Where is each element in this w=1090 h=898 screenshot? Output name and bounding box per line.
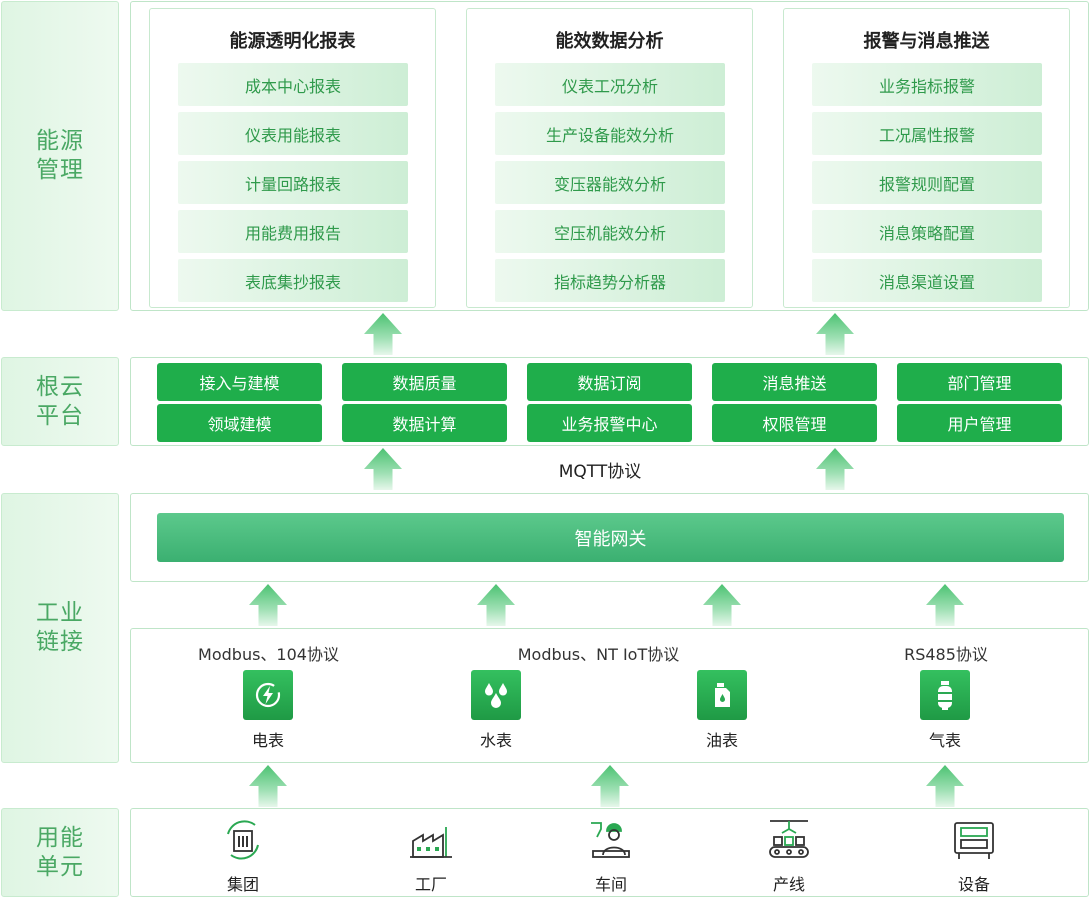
group-building-icon — [220, 817, 266, 863]
card-item[interactable]: 消息渠道设置 — [812, 259, 1042, 302]
module-button[interactable]: 领域建模 — [157, 404, 322, 442]
layer-industrial-text: 工业链接 — [36, 600, 84, 655]
card-item[interactable]: 业务指标报警 — [812, 63, 1042, 106]
factory-icon — [408, 817, 454, 863]
mqtt-protocol-label: MQTT协议 — [558, 462, 642, 482]
layer-label-energy: 能源管理 — [1, 1, 119, 311]
module-button[interactable]: 权限管理 — [712, 404, 877, 442]
layer-energy-text: 能源管理 — [36, 128, 84, 183]
energy-units-panel: 集团 工厂 车间 — [130, 808, 1089, 897]
protocol-label: Modbus、104协议 — [198, 645, 339, 664]
energy-management-panel: 能源透明化报表 成本中心报表 仪表用能报表 计量回路报表 用能费用报告 表底集抄… — [130, 1, 1089, 311]
gas-cylinder-icon — [920, 670, 970, 720]
water-drops-icon — [471, 670, 521, 720]
card-alarm-push: 报警与消息推送 业务指标报警 工况属性报警 报警规则配置 消息策略配置 消息渠道… — [783, 8, 1070, 308]
card-title: 报警与消息推送 — [863, 31, 990, 52]
card-item[interactable]: 消息策略配置 — [812, 210, 1042, 253]
up-arrow-icon — [816, 313, 854, 355]
card-item[interactable]: 生产设备能效分析 — [495, 112, 725, 155]
card-item[interactable]: 仪表用能报表 — [178, 112, 408, 155]
layer-label-industrial: 工业链接 — [1, 493, 119, 763]
module-button[interactable]: 数据质量 — [342, 363, 507, 401]
machine-equipment-icon — [951, 817, 997, 863]
up-arrow-icon — [249, 765, 287, 807]
card-efficiency-analysis: 能效数据分析 仪表工况分析 生产设备能效分析 变压器能效分析 空压机能效分析 指… — [466, 8, 753, 308]
module-button[interactable]: 数据计算 — [342, 404, 507, 442]
card-title: 能效数据分析 — [555, 31, 664, 52]
module-button[interactable]: 接入与建模 — [157, 363, 322, 401]
up-arrow-icon — [591, 765, 629, 807]
worker-workshop-icon — [587, 817, 633, 863]
module-button[interactable]: 业务报警中心 — [527, 404, 692, 442]
module-button[interactable]: 用户管理 — [897, 404, 1062, 442]
card-item[interactable]: 计量回路报表 — [178, 161, 408, 204]
card-item[interactable]: 仪表工况分析 — [495, 63, 725, 106]
unit-label: 产线 — [772, 875, 805, 894]
lightning-icon — [243, 670, 293, 720]
module-button[interactable]: 部门管理 — [897, 363, 1062, 401]
protocol-label: Modbus、NT IoT协议 — [517, 645, 680, 664]
up-arrow-icon — [477, 584, 515, 626]
card-energy-report: 能源透明化报表 成本中心报表 仪表用能报表 计量回路报表 用能费用报告 表底集抄… — [149, 8, 436, 308]
module-button[interactable]: 消息推送 — [712, 363, 877, 401]
unit-label: 工厂 — [414, 875, 447, 894]
card-item[interactable]: 成本中心报表 — [178, 63, 408, 106]
card-item[interactable]: 指标趋势分析器 — [495, 259, 725, 302]
oil-can-icon — [697, 670, 747, 720]
up-arrow-icon — [364, 448, 402, 490]
card-item[interactable]: 表底集抄报表 — [178, 259, 408, 302]
up-arrow-icon — [703, 584, 741, 626]
layer-platform-text: 根云平台 — [36, 373, 84, 429]
module-button[interactable]: 数据订阅 — [527, 363, 692, 401]
up-arrow-icon — [249, 584, 287, 626]
up-arrow-icon — [926, 584, 964, 626]
production-line-icon — [766, 817, 812, 863]
protocol-label: RS485协议 — [904, 645, 988, 664]
up-arrow-icon — [364, 313, 402, 355]
card-title: 能源透明化报表 — [229, 31, 356, 52]
layer-label-platform: 根云平台 — [1, 357, 119, 446]
platform-panel: 接入与建模 数据质量 数据订阅 消息推送 部门管理 领域建模 数据计算 业务报警… — [130, 357, 1089, 446]
unit-label: 集团 — [226, 875, 259, 894]
meter-label: 水表 — [479, 731, 512, 750]
up-arrow-icon — [926, 765, 964, 807]
layer-label-units: 用能单元 — [1, 808, 119, 897]
smart-gateway-bar[interactable]: 智能网关 — [157, 513, 1064, 562]
card-item[interactable]: 变压器能效分析 — [495, 161, 725, 204]
gateway-panel: 智能网关 — [130, 493, 1089, 582]
card-item[interactable]: 用能费用报告 — [178, 210, 408, 253]
meter-label: 气表 — [928, 731, 961, 750]
meter-label: 油表 — [705, 731, 738, 750]
unit-label: 设备 — [957, 875, 990, 894]
card-item[interactable]: 空压机能效分析 — [495, 210, 725, 253]
meters-panel: Modbus、104协议 Modbus、NT IoT协议 RS485协议 电表 … — [130, 628, 1089, 763]
card-item[interactable]: 报警规则配置 — [812, 161, 1042, 204]
up-arrow-icon — [816, 448, 854, 490]
layer-units-text: 用能单元 — [36, 824, 84, 880]
unit-label: 车间 — [594, 875, 627, 894]
meter-label: 电表 — [251, 731, 284, 750]
card-item[interactable]: 工况属性报警 — [812, 112, 1042, 155]
